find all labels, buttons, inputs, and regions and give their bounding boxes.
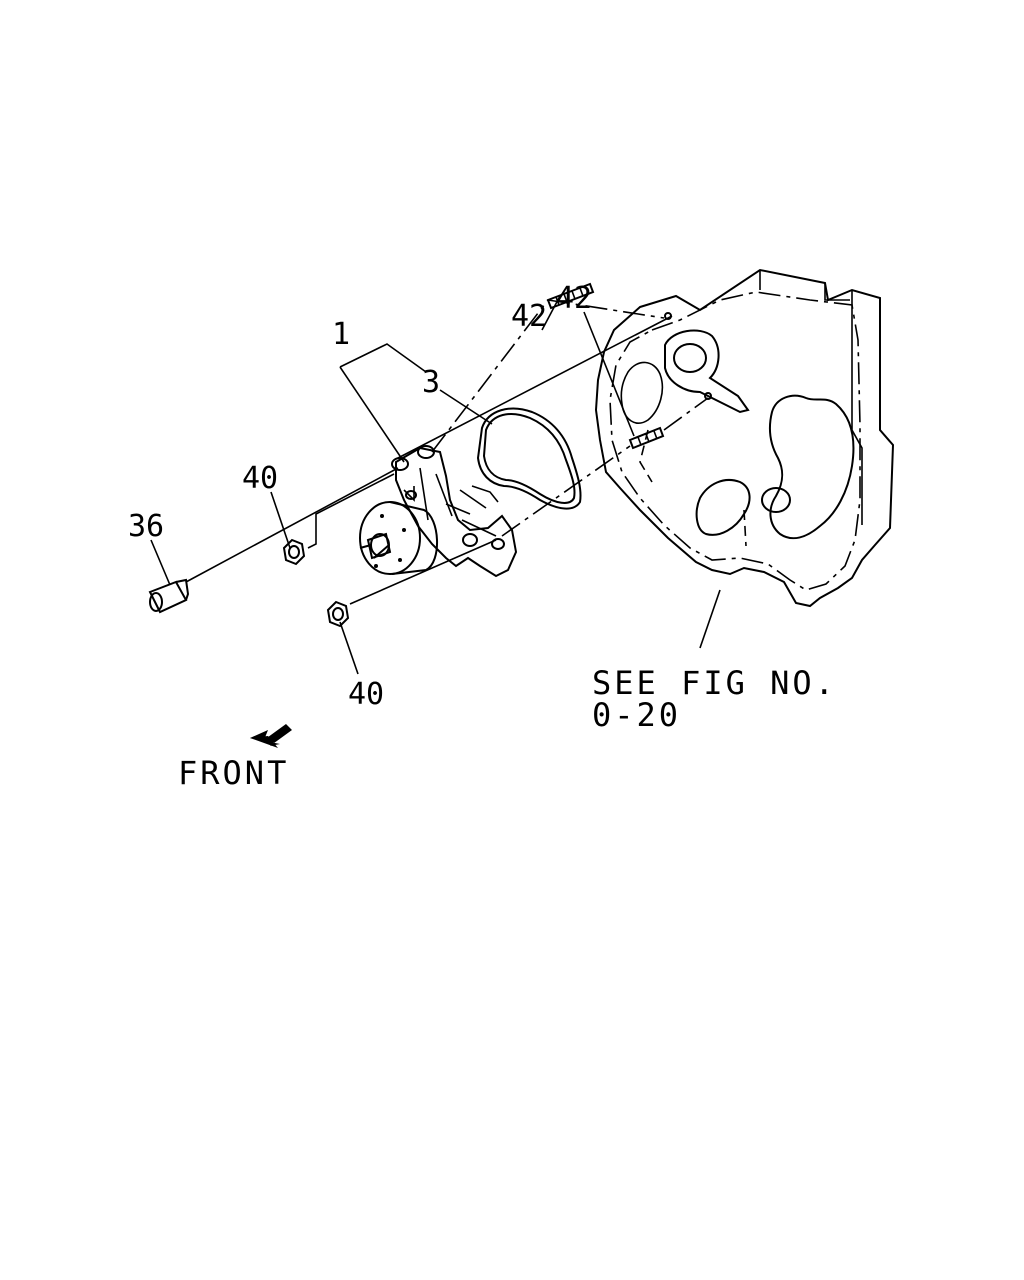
water-pump-assembly: [359, 445, 518, 578]
bolt-36: [148, 578, 190, 614]
callout-42-right: 42: [556, 281, 592, 316]
callout-40-lower: 40: [348, 677, 384, 712]
callout-42-left: 42: [511, 299, 547, 334]
front-label: FRONT: [178, 754, 289, 792]
nut-40-upper: [282, 538, 306, 566]
callout-40-upper: 40: [242, 461, 278, 496]
see-fig-number: 0-20: [592, 696, 681, 734]
leader-lines: [150, 295, 721, 675]
nut-40-lower: [326, 600, 350, 628]
assembly-lines: [185, 299, 709, 605]
pump-gasket: [476, 407, 582, 510]
callout-36: 36: [128, 509, 164, 544]
stud-lower: [628, 426, 665, 450]
arrow-front-icon: [250, 724, 292, 748]
see-fig-reference: SEE FIG NO.: [592, 664, 837, 702]
callout-1: 1: [332, 317, 350, 352]
callout-3: 3: [422, 365, 440, 400]
timing-case-housing: [594, 268, 895, 608]
